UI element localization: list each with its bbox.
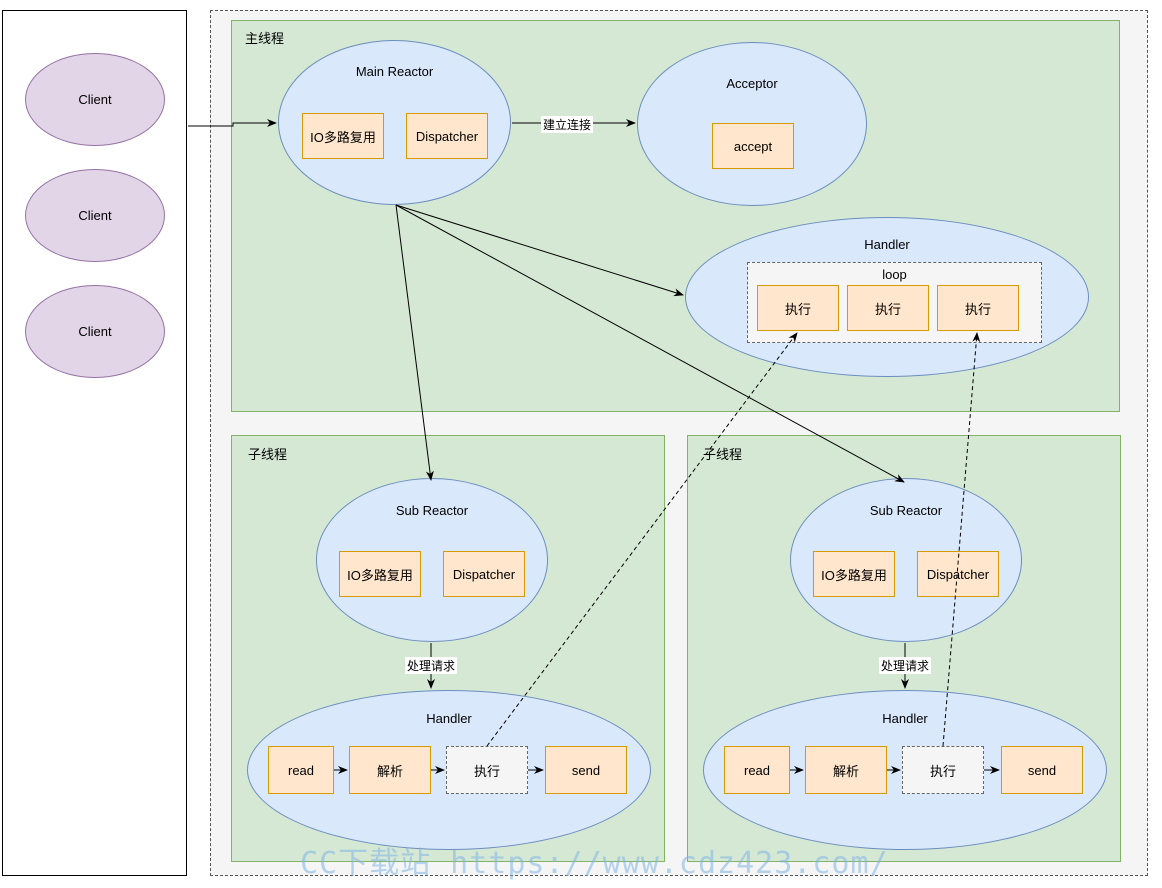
execute-label: 执行 [784,301,811,317]
acceptor-title: Acceptor [726,76,778,91]
sub-2-read-box: read [724,746,790,794]
sub-1-read-box: read [268,746,334,794]
watermark: CC下载站 https://www.cdz423.com/ [300,846,889,881]
sub-1-execute-box: 执行 [446,746,528,794]
execute-box-3: 执行 [937,285,1019,331]
sub-handler-1-title: Handler [426,711,472,726]
dispatcher-label: Dispatcher [452,566,516,582]
io-multiplexing-label: IO多路复用 [347,567,413,583]
send-label: send [1027,762,1057,778]
dispatcher-box: Dispatcher [406,113,488,159]
client-node-2: Client [25,169,165,262]
io-multiplexing-label: IO多路复用 [821,567,887,583]
io-multiplexing-label: IO多路复用 [310,129,376,145]
io-multiplexing-box: IO多路复用 [302,113,384,159]
accept-box: accept [712,123,794,169]
sub-thread-label-1: 子线程 [248,447,288,462]
client-label: Client [78,324,112,339]
execute-label: 执行 [874,301,901,317]
sub-2-send-box: send [1001,746,1083,794]
main-reactor-title: Main Reactor [355,64,434,79]
client-node-3: Client [25,285,165,378]
execute-box-1: 执行 [757,285,839,331]
execute-label: 执行 [473,763,500,779]
sub-1-dispatcher-box: Dispatcher [443,551,525,597]
dispatcher-label: Dispatcher [926,566,990,582]
execute-box-2: 执行 [847,285,929,331]
loop-label: loop [882,267,907,282]
execute-label: 执行 [929,763,956,779]
accept-label: accept [733,138,773,154]
client-node-1: Client [25,53,165,146]
execute-label: 执行 [964,301,991,317]
parse-label: 解析 [832,763,859,779]
sub-1-parse-box: 解析 [349,746,431,794]
sub-2-dispatcher-box: Dispatcher [917,551,999,597]
parse-label: 解析 [376,763,403,779]
read-label: read [743,762,771,778]
dispatcher-label: Dispatcher [415,128,479,144]
process-request-edge-label-2: 处理请求 [879,657,932,674]
read-label: read [287,762,315,778]
sub-2-execute-box: 执行 [902,746,984,794]
sub-1-io-multiplexing-box: IO多路复用 [339,551,421,597]
sub-reactor-1-title: Sub Reactor [395,503,469,518]
main-thread-label: 主线程 [245,31,285,46]
send-label: send [571,762,601,778]
main-handler-title: Handler [864,237,910,252]
process-request-edge-label-1: 处理请求 [405,657,458,674]
connect-edge-label: 建立连接 [541,116,594,133]
client-label: Client [78,208,112,223]
client-panel [2,10,187,876]
sub-2-io-multiplexing-box: IO多路复用 [813,551,895,597]
client-label: Client [78,92,112,107]
sub-handler-2-title: Handler [882,711,928,726]
sub-thread-label-2: 子线程 [703,447,743,462]
sub-reactor-2-title: Sub Reactor [869,503,943,518]
sub-2-parse-box: 解析 [805,746,887,794]
sub-1-send-box: send [545,746,627,794]
